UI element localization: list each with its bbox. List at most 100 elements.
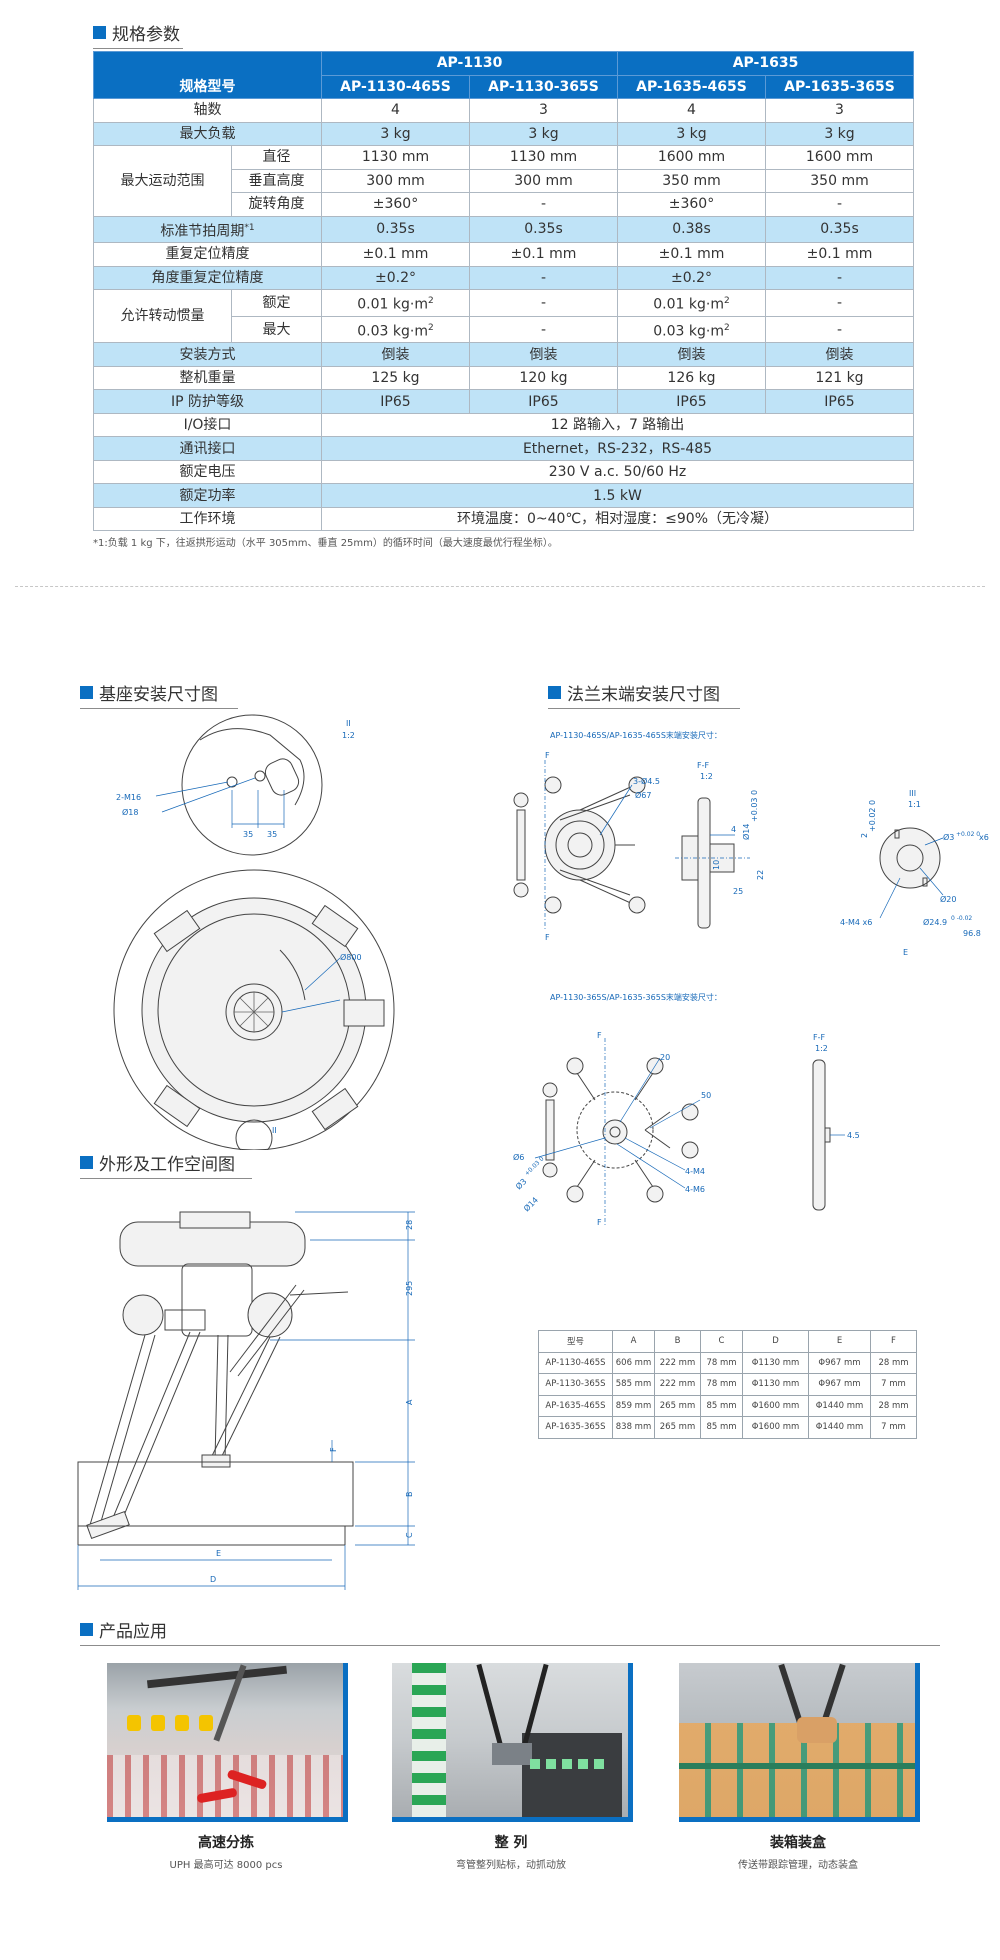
dim-o800: Ø800: [340, 952, 362, 962]
flange-sub1: AP-1130-465S/AP-1635-465S末端安装尺寸：: [550, 731, 722, 740]
spec-row: 角度重复定位精度 ±0.2° - ±0.2° -: [93, 265, 914, 291]
app-title: 整 列: [494, 1835, 528, 1851]
spec-cell: 0.38s: [617, 215, 766, 244]
spec-cell: 3 kg: [765, 121, 914, 146]
base-mount-drawing: 35 35 2-M16 Ø18 II 1:2 Ø800 II: [113, 714, 395, 1150]
spec-cell: 4: [617, 98, 766, 123]
section-square-icon: [80, 1623, 93, 1636]
dim-o3: Ø3: [943, 832, 954, 842]
spec-header-group-row: 规格型号 AP-1130 AP-1635: [93, 51, 914, 99]
dim-4: 4: [731, 825, 736, 834]
spec-cell: -: [469, 265, 618, 291]
dim-o249-tol: 0 -0.02: [951, 915, 972, 922]
spec-row-label: IP 防护等级: [93, 389, 322, 414]
spec-cell: 126 kg: [617, 365, 766, 391]
flange-sub2: AP-1130-365S/AP-1635-365S末端安装尺寸：: [550, 993, 722, 1002]
spec-model: AP-1130-465S: [321, 74, 470, 99]
spec-cell: 0.01 kg·m2: [321, 289, 470, 317]
spec-row: 重复定位精度 ±0.1 mm ±0.1 mm ±0.1 mm ±0.1 mm: [93, 242, 914, 267]
dim-10: 10: [712, 860, 721, 870]
spec-row: 安装方式 倒装 倒装 倒装 倒装: [93, 342, 914, 367]
spec-row-label: 额定电压: [93, 459, 322, 485]
spec-row: IP 防护等级 IP65 IP65 IP65 IP65: [93, 389, 914, 414]
app-card-boxing: 装箱装盒 传送带跟踪管理，动态装盒: [679, 1663, 920, 1871]
spec-row-label: 最大负载: [93, 121, 322, 146]
spec-cell: 3 kg: [617, 121, 766, 146]
spec-row-group-label: 最大运动范围: [93, 145, 232, 217]
spec-cell: 倒装: [321, 342, 470, 367]
dim-25: 25: [733, 887, 743, 896]
spec-row: 工作环境 环境温度：0~40℃，相对湿度：≤90%（无冷凝）: [93, 506, 914, 532]
spec-row-label: 重复定位精度: [93, 242, 322, 267]
spec-row: 标准节拍周期*1 0.35s 0.35s 0.38s 0.35s: [93, 215, 914, 244]
dim-28: 28: [405, 1220, 414, 1230]
spec-cell: ±0.2°: [617, 265, 766, 291]
spec-row-label: 最大: [231, 315, 322, 344]
section-ff-2-scale: 1:2: [815, 1044, 828, 1053]
spec-row-label: 额定: [231, 289, 322, 317]
spec-cell: 3 kg: [321, 121, 470, 146]
spec-row: 允许转动惯量 额定 0.01 kg·m2 - 0.01 kg·m2 -: [93, 289, 914, 344]
dim-x6: x6: [979, 833, 989, 842]
spec-cell: Ethernet，RS-232，RS-485: [321, 436, 914, 461]
spec-cell: ±360°: [321, 192, 470, 217]
spec-row-label: 通讯接口: [93, 436, 322, 461]
spec-cell: 230 V a.c. 50/60 Hz: [321, 459, 914, 485]
dim-o3-2: Ø3: [513, 1176, 528, 1191]
spec-cell: -: [469, 289, 618, 317]
spec-cell: 350 mm: [765, 168, 914, 193]
spec-row: 轴数 4 3 4 3: [93, 98, 914, 123]
spec-row: 额定电压 230 V a.c. 50/60 Hz: [93, 459, 914, 485]
app-card-sorting: 高速分拣 UPH 最高可达 8000 pcs: [107, 1663, 348, 1871]
spec-row-label: 工作环境: [93, 506, 322, 532]
spec-header-model-row: AP-1130-465S AP-1130-365S AP-1635-465S A…: [94, 74, 914, 99]
dim-header: B: [654, 1330, 701, 1353]
spec-cell: 3 kg: [469, 121, 618, 146]
dim-c: C: [405, 1532, 414, 1538]
dim-header: 型号: [538, 1330, 613, 1353]
spec-cell: 倒装: [469, 342, 618, 367]
spec-cell: -: [469, 192, 618, 217]
spec-cell: 350 mm: [617, 168, 766, 193]
dim-o3-tol: +0.02 0: [956, 831, 980, 838]
dim-4-m6: 4-M6: [685, 1185, 705, 1194]
app-desc: UPH 最高可达 8000 pcs: [169, 1860, 283, 1871]
spec-row: I/O接口 12 路输入，7 路输出: [93, 412, 914, 438]
spec-section-title: 规格参数: [93, 20, 183, 49]
dim-header: D: [742, 1330, 809, 1353]
spec-row: 最大运动范围 直径 1130 mm 1130 mm 1600 mm 1600 m…: [93, 145, 914, 217]
spec-cell: ±360°: [617, 192, 766, 217]
detail-iii: III: [909, 789, 916, 798]
dim-20: 20: [660, 1053, 670, 1062]
spec-group-ap1635: AP-1635: [617, 51, 914, 76]
detail-iii-scale: 1:1: [908, 800, 921, 809]
spec-row: 最大 0.03 kg·m2 - 0.03 kg·m2 -: [94, 315, 914, 344]
dim-o18: Ø18: [122, 807, 138, 817]
spec-cell: -: [765, 192, 914, 217]
spec-row: 垂直高度 300 mm 300 mm 350 mm 350 mm: [94, 168, 914, 193]
spec-table: 规格型号 AP-1130 AP-1635 AP-1130-465S AP-113…: [93, 51, 914, 532]
app-section-title: 产品应用: [80, 1617, 940, 1646]
section-ff-scale: 1:2: [700, 772, 713, 781]
spec-row-label: 垂直高度: [231, 168, 322, 193]
spec-cell: 3: [469, 98, 618, 123]
spec-row: 整机重量 125 kg 120 kg 126 kg 121 kg: [93, 365, 914, 391]
app-card-alignment: 整 列 弯管整列贴标，动抓动放: [392, 1663, 633, 1871]
spec-cell: IP65: [321, 389, 470, 414]
spec-cell: -: [469, 315, 618, 344]
detail-scale: 1:2: [342, 731, 355, 740]
spec-cell: 300 mm: [321, 168, 470, 193]
spec-row-label: 直径: [231, 145, 322, 170]
dim-2-m16: 2-M16: [116, 793, 141, 802]
dim-o249: Ø24.9: [923, 917, 947, 927]
app-title: 装箱装盒: [770, 1835, 826, 1851]
section-ff: F-F: [697, 761, 709, 770]
dim-o14-tol: +0.03 0: [750, 790, 759, 822]
dim-header: E: [808, 1330, 871, 1353]
dim-35-b: 35: [267, 830, 277, 839]
dim-f: F: [329, 1447, 338, 1452]
spec-row-label: 旋转角度: [231, 192, 322, 217]
spec-cell: 0.03 kg·m2: [321, 315, 470, 344]
dim-2: 2: [860, 833, 869, 838]
